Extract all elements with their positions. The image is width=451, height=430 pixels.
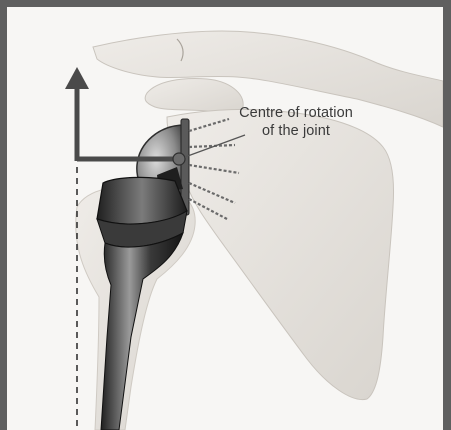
- vertical-force-arrowhead: [65, 67, 89, 89]
- centre-of-rotation-marker: [173, 153, 185, 165]
- scapula: [167, 109, 394, 399]
- annotation-line-1: Centre of rotation: [221, 104, 371, 122]
- centre-of-rotation-label: Centre of rotation of the joint: [221, 104, 371, 140]
- shoulder-illustration: [7, 7, 443, 430]
- annotation-line-2: of the joint: [221, 122, 371, 140]
